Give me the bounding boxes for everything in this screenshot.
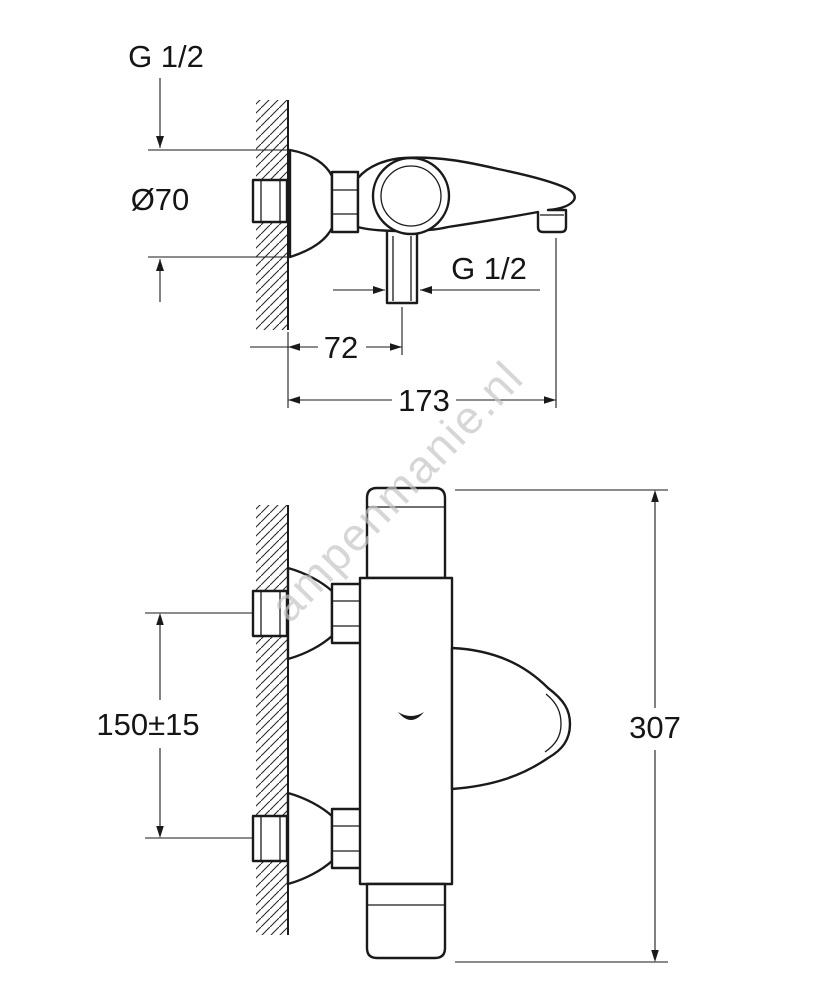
- shower-outlet-pipe: [385, 228, 419, 305]
- dim-label-outlet-thread: G 1/2: [451, 251, 527, 286]
- spout-front: [398, 646, 572, 791]
- dim-depth-173: 173: [287, 238, 557, 418]
- escutcheon-side: [288, 148, 334, 259]
- dim-label-72: 72: [324, 330, 358, 365]
- dim-total-height: 307: [455, 489, 681, 963]
- mounting-nut-side: [330, 170, 360, 234]
- dim-label-diameter: Ø70: [131, 182, 190, 217]
- wall-hatch-front: [256, 505, 289, 935]
- dim-label-150: 150±15: [96, 707, 199, 742]
- side-view: G 1/2 Ø70 G 1/2 72: [128, 39, 576, 418]
- dim-connection-spacing: 150±15: [96, 612, 252, 839]
- dim-escutcheon-diameter: Ø70: [131, 182, 292, 302]
- dim-label-307: 307: [629, 710, 681, 745]
- thermostat-knob: [371, 156, 451, 236]
- lower-union: [251, 791, 364, 886]
- mixer-body: [358, 486, 454, 960]
- front-view: 150±15 307: [96, 486, 681, 963]
- inlet-union-nut: [251, 178, 289, 224]
- outlet-mark: [398, 712, 424, 720]
- dim-thread-top: G 1/2: [128, 39, 292, 151]
- dim-depth-72: 72: [250, 307, 403, 365]
- dim-outlet-thread: G 1/2: [333, 251, 540, 294]
- upper-union: [251, 566, 364, 661]
- dim-label-173: 173: [398, 383, 450, 418]
- dim-label-thread-top: G 1/2: [128, 39, 204, 74]
